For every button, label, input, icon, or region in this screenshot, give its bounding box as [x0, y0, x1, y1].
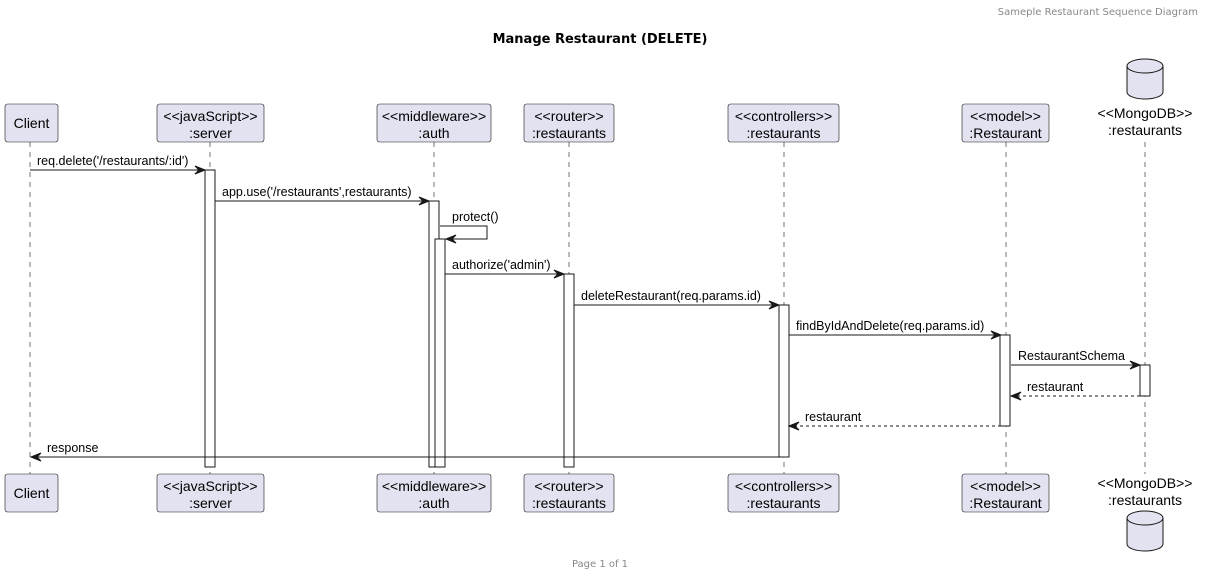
arrowhead-icon [194, 165, 207, 175]
activation-bar-server [204, 169, 216, 468]
diagram-header: Sameple Restaurant Sequence Diagram [998, 7, 1198, 18]
participant-client-bottom: Client [4, 473, 59, 513]
participant-box [727, 473, 840, 513]
participant-label: <<middleware>> [382, 478, 486, 494]
activation-bar-controllers [778, 304, 790, 458]
participant-label: :restaurants [747, 125, 821, 141]
participant-label: :restaurants [1108, 122, 1182, 138]
participant-label: :restaurants [532, 495, 606, 511]
participant-model-bottom: <<model>>:Restaurant [961, 473, 1050, 513]
participant-box [523, 473, 615, 513]
message-9: restaurant [787, 410, 1001, 431]
activation-bar-auth [434, 238, 446, 468]
participant-box [376, 103, 492, 143]
arrowhead-icon [553, 269, 566, 279]
message-1: req.delete('/restaurants/:id') [30, 154, 207, 175]
message-5: deleteRestaurant(req.params.id) [574, 289, 781, 310]
arrowhead-icon [1129, 360, 1142, 370]
participant-label: <<router>> [534, 108, 603, 124]
participant-label: :restaurants [532, 125, 606, 141]
participant-db-top: <<MongoDB>>:restaurants [1098, 58, 1193, 138]
activation-bar-model [999, 334, 1011, 427]
participant-box [4, 103, 59, 143]
participant-label: :restaurants [747, 495, 821, 511]
message-2: app.use('/restaurants',restaurants) [215, 185, 431, 206]
arrowhead-icon [1009, 391, 1022, 401]
participant-label: <<javaScript>> [163, 478, 257, 494]
participant-label: <<middleware>> [382, 108, 486, 124]
participant-controllers-bottom: <<controllers>>:restaurants [727, 473, 840, 513]
arrowhead-icon [418, 196, 431, 206]
participant-label: :auth [418, 495, 449, 511]
participant-box [376, 473, 492, 513]
participant-db-bottom: <<MongoDB>>:restaurants [1098, 475, 1193, 552]
message-6: findByIdAndDelete(req.params.id) [789, 319, 1003, 340]
activation-bar-router [563, 273, 575, 468]
message-label: restaurant [805, 410, 862, 424]
arrowhead-icon [990, 330, 1003, 340]
page-footer: Page 1 of 1 [572, 559, 628, 570]
participant-label: :restaurants [1108, 492, 1182, 508]
participant-server-bottom: <<javaScript>>:server [156, 473, 265, 513]
message-3: protect() [440, 210, 499, 244]
participant-label: :auth [418, 125, 449, 141]
message-label: response [47, 441, 98, 455]
participant-model-top: <<model>>:Restaurant [961, 103, 1050, 143]
message-label: req.delete('/restaurants/:id') [37, 154, 188, 168]
participant-box [4, 473, 59, 513]
arrowhead-icon [787, 421, 800, 431]
database-icon [1126, 58, 1164, 100]
participant-box [156, 103, 265, 143]
participant-label: <<javaScript>> [163, 108, 257, 124]
participant-label: <<router>> [534, 478, 603, 494]
message-8: restaurant [1009, 380, 1140, 401]
participant-box [961, 473, 1050, 513]
participant-controllers-top: <<controllers>>:restaurants [727, 103, 840, 143]
message-label: findByIdAndDelete(req.params.id) [796, 319, 984, 333]
participant-auth-bottom: <<middleware>>:auth [376, 473, 492, 513]
message-4: authorize('admin') [445, 258, 566, 279]
message-label: restaurant [1027, 380, 1084, 394]
participant-label: :Restaurant [969, 495, 1041, 511]
participant-label: <<MongoDB>> [1098, 475, 1193, 491]
message-label: protect() [452, 210, 499, 224]
participant-box [156, 473, 265, 513]
participant-server-top: <<javaScript>>:server [156, 103, 265, 143]
participant-label: <<MongoDB>> [1098, 105, 1193, 121]
participant-box [727, 103, 840, 143]
message-label: authorize('admin') [452, 258, 551, 272]
participant-label: <<controllers>> [735, 108, 832, 124]
participant-label: Client [14, 485, 50, 501]
participant-auth-top: <<middleware>>:auth [376, 103, 492, 143]
participant-label: Client [14, 115, 50, 131]
participant-label: <<model>> [970, 478, 1041, 494]
participant-label: <<model>> [970, 108, 1041, 124]
participant-client-top: Client [4, 103, 59, 143]
activation-bar-db [1139, 364, 1151, 397]
participant-router-bottom: <<router>>:restaurants [523, 473, 615, 513]
arrowhead-icon [29, 452, 42, 462]
participant-box [523, 103, 615, 143]
message-label: RestaurantSchema [1018, 349, 1125, 363]
diagram-title: Manage Restaurant (DELETE) [493, 32, 708, 47]
database-icon [1126, 510, 1164, 552]
arrowhead-icon [768, 300, 781, 310]
participant-label: <<controllers>> [735, 478, 832, 494]
participant-label: :server [189, 125, 232, 141]
participant-label: :server [189, 495, 232, 511]
message-10: response [29, 441, 779, 462]
participant-router-top: <<router>>:restaurants [523, 103, 615, 143]
participant-label: :Restaurant [969, 125, 1041, 141]
message-label: app.use('/restaurants',restaurants) [222, 185, 412, 199]
message-label: deleteRestaurant(req.params.id) [581, 289, 761, 303]
arrowhead-icon [444, 234, 457, 244]
participant-box [961, 103, 1050, 143]
message-7: RestaurantSchema [1011, 349, 1142, 370]
